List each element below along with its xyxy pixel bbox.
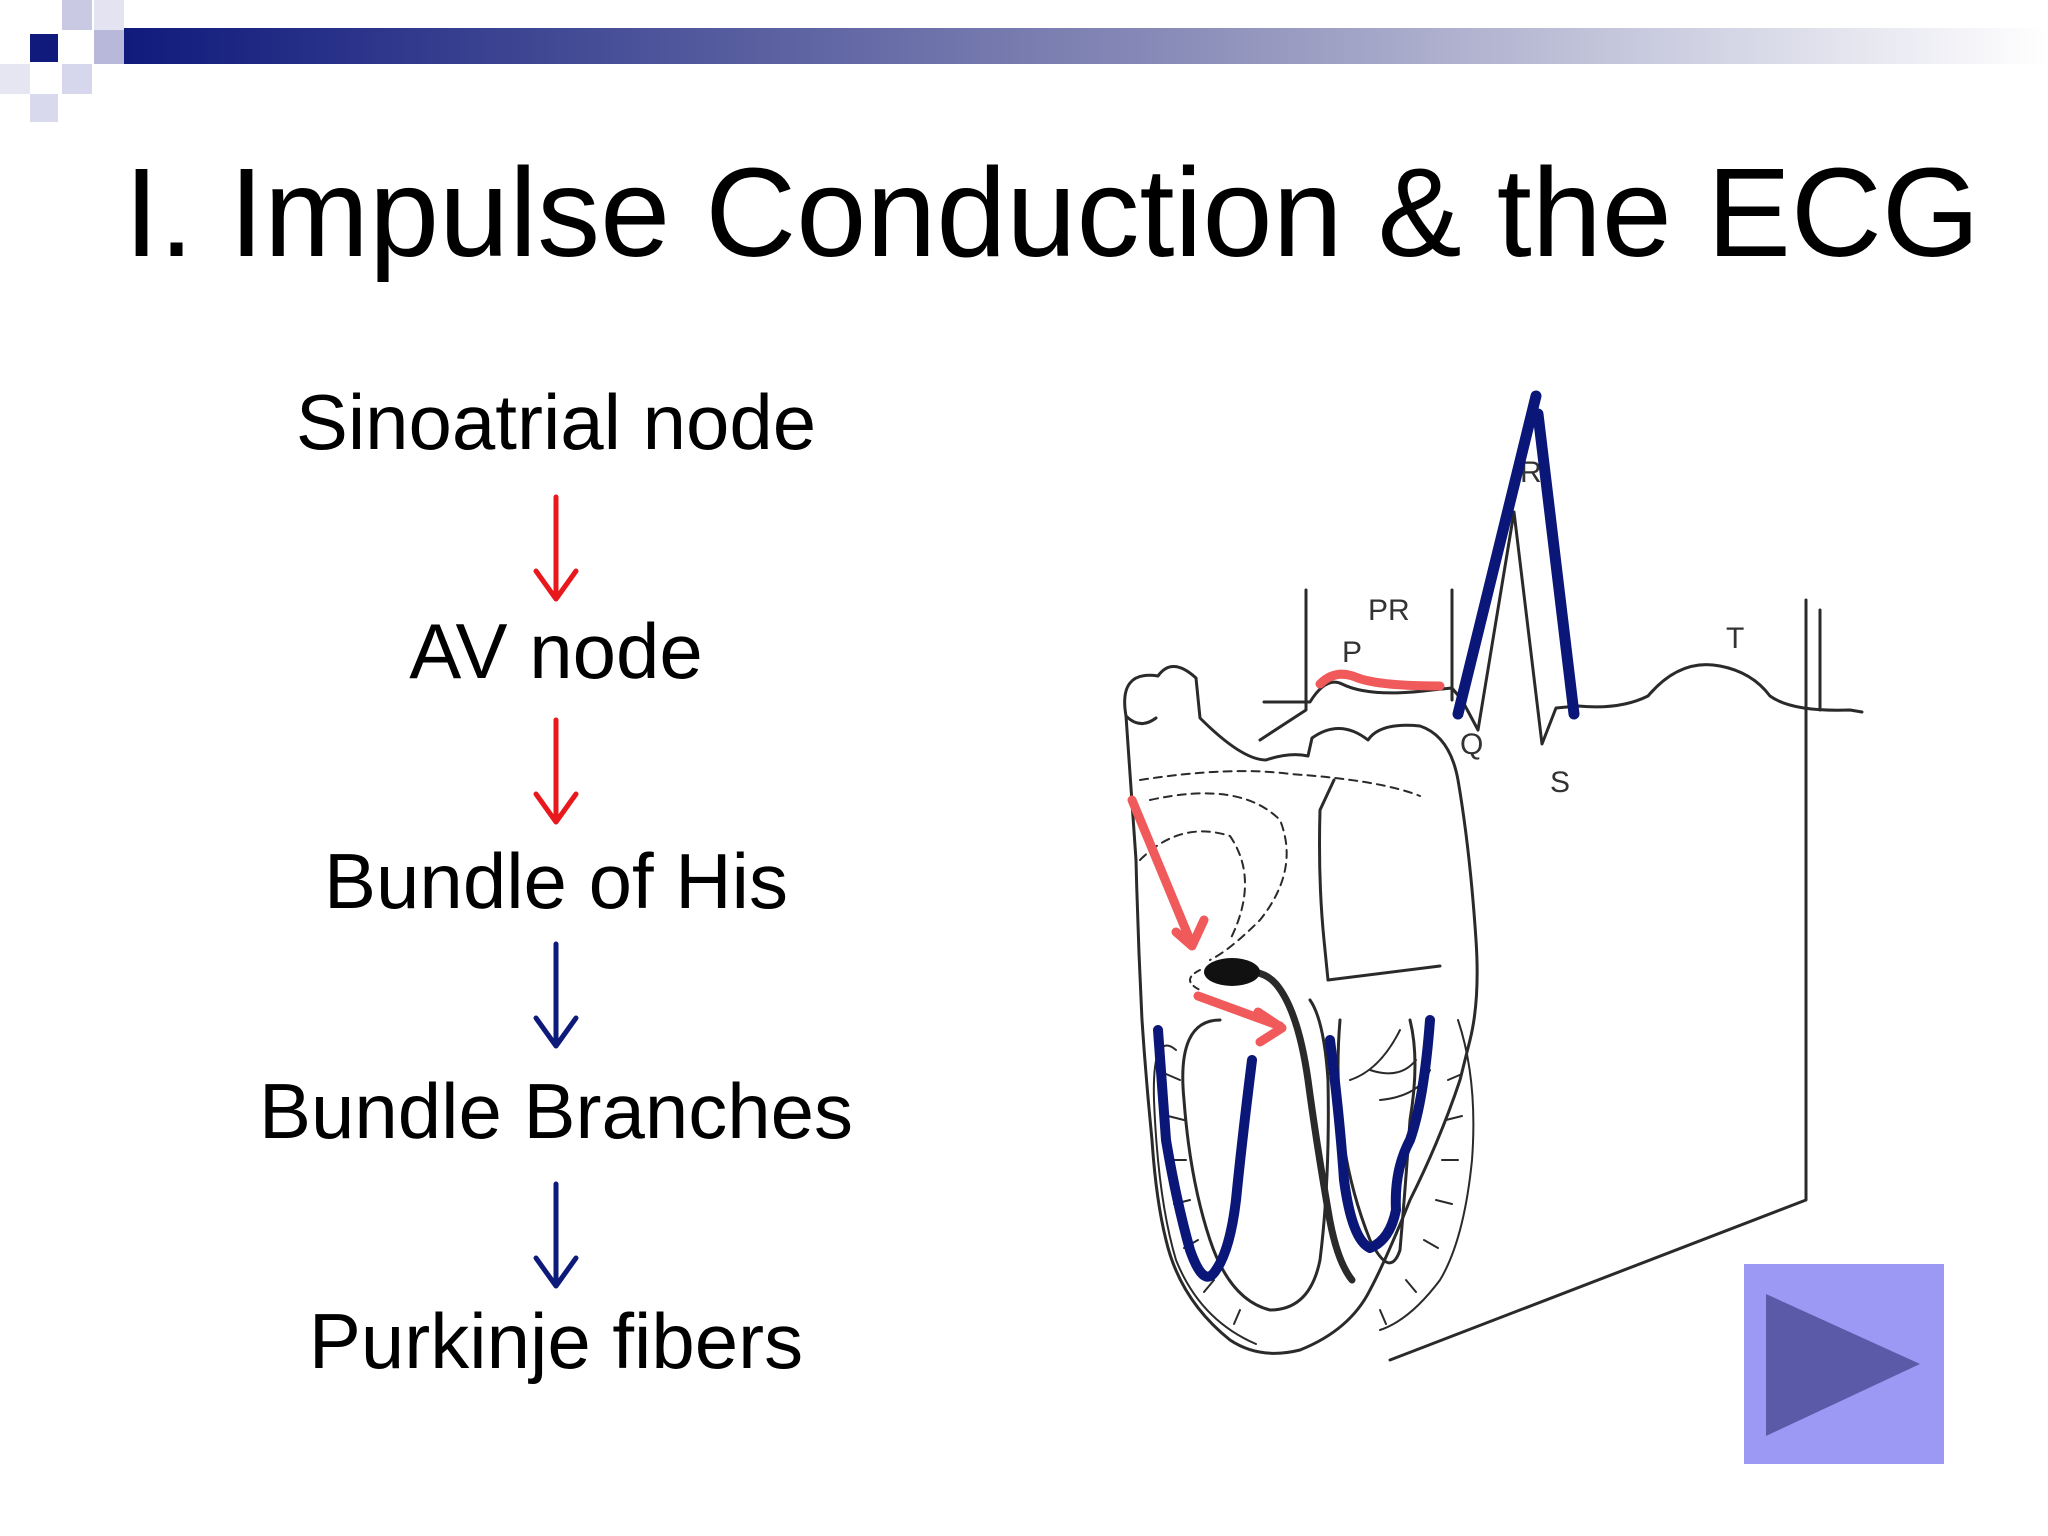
ecg-label-pr: PR bbox=[1368, 594, 1410, 627]
heart-ecg-diagram: PR P Q R S T bbox=[1123, 390, 1864, 1362]
septum-upper bbox=[1318, 778, 1336, 982]
down-arrow-icon bbox=[533, 717, 579, 825]
flow-step-bundle-of-his: Bundle of His bbox=[324, 837, 788, 925]
sa-to-av-arrow bbox=[1127, 795, 1209, 951]
p-wave-highlight bbox=[1315, 669, 1445, 691]
flow-step-av-node: AV node bbox=[409, 607, 703, 695]
flow-step-purkinje-fibers: Purkinje fibers bbox=[308, 1297, 804, 1385]
play-next-icon bbox=[1766, 1294, 1920, 1436]
qrs-highlight bbox=[1452, 390, 1580, 720]
internodal-pathway bbox=[1189, 969, 1201, 991]
header-square bbox=[0, 64, 30, 94]
slide-title: I. Impulse Conduction & the ECG bbox=[124, 142, 1980, 283]
header-square bbox=[30, 34, 58, 62]
internodal-pathway bbox=[1139, 770, 1421, 797]
flow-step-bundle-branches: Bundle Branches bbox=[258, 1067, 854, 1155]
ecg-trace bbox=[1262, 510, 1864, 746]
next-slide-button[interactable] bbox=[1744, 1264, 1944, 1464]
down-arrow-icon bbox=[533, 1181, 579, 1289]
ecg-label-q: Q bbox=[1460, 728, 1483, 761]
header-square bbox=[62, 64, 92, 94]
ecg-frame-line bbox=[1258, 588, 1308, 742]
ecg-frame-line bbox=[1388, 598, 1808, 1362]
flow-step-sinoatrial-node: Sinoatrial node bbox=[295, 378, 817, 466]
internodal-pathway bbox=[1149, 792, 1288, 961]
header-gradient-bar bbox=[120, 28, 2048, 64]
aorta-opening bbox=[1124, 714, 1158, 725]
down-arrow-icon bbox=[533, 494, 579, 602]
ecg-label-p: P bbox=[1342, 636, 1362, 669]
av-to-his-arrow bbox=[1193, 991, 1287, 1047]
left-branch-highlight bbox=[1153, 1025, 1257, 1282]
ecg-label-s: S bbox=[1550, 766, 1570, 799]
ecg-label-r: R bbox=[1520, 456, 1542, 489]
heart-outline bbox=[1123, 665, 1479, 1355]
av-node-marker bbox=[1204, 958, 1260, 986]
ecg-label-t: T bbox=[1726, 622, 1744, 655]
down-arrow-icon bbox=[533, 941, 579, 1049]
header-band bbox=[0, 0, 2048, 122]
internodal-pathway bbox=[1139, 830, 1246, 941]
ventricle-wall bbox=[1379, 1019, 1475, 1331]
header-square bbox=[94, 30, 124, 64]
header-square bbox=[62, 0, 92, 30]
header-square bbox=[94, 0, 124, 30]
av-plane bbox=[1326, 964, 1442, 982]
right-branch-highlight bbox=[1325, 1015, 1435, 1253]
header-square bbox=[30, 94, 58, 122]
left-ventricle-inner bbox=[1181, 998, 1330, 1312]
bundle-of-his bbox=[1226, 968, 1356, 1284]
